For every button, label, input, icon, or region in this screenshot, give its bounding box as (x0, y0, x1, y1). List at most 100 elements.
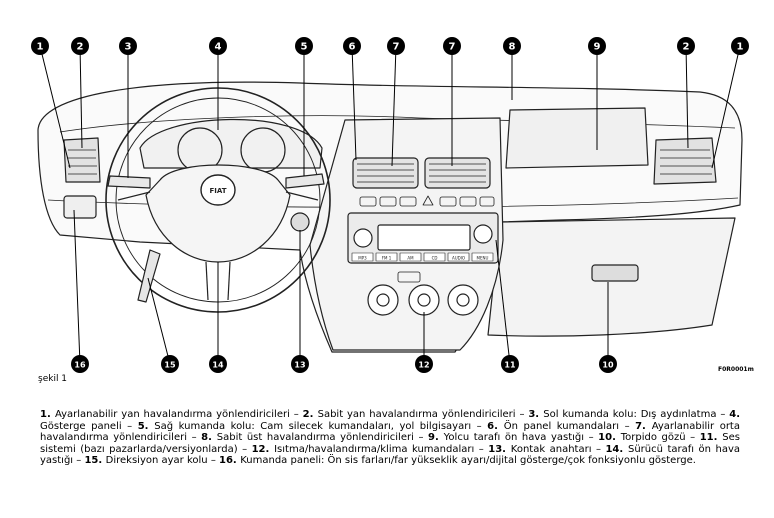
callout-number: 3 (125, 42, 132, 53)
callout-badge (501, 355, 519, 373)
callout-badge (415, 355, 433, 373)
callout-leader (391, 45, 397, 167)
radio-button (423, 252, 446, 262)
legend-number: 10. (598, 432, 621, 443)
callout-badge (599, 355, 617, 373)
legend-text: Sol kumanda kolu: Dış aydınlatma (543, 409, 717, 420)
callout-badge (71, 355, 89, 373)
volume-knob (353, 228, 373, 248)
legend-number: 8. (201, 432, 217, 443)
steering-wheel-hub (145, 164, 291, 263)
legend-item: 8. Sabit üst havalandırma yönlendiricile… (201, 432, 414, 443)
callout-leader (39, 45, 71, 169)
callout-number: 9 (594, 42, 601, 53)
callout-number: 16 (74, 361, 86, 370)
passenger-airbag-panel (505, 107, 649, 169)
legend-item: 4. Gösterge paneli (40, 409, 740, 432)
callout-number: 2 (683, 42, 690, 53)
left-switch-panel (63, 195, 97, 219)
callout-badge (443, 37, 461, 55)
left-side-vent (63, 137, 101, 183)
radio-button-label: AM (407, 256, 414, 261)
callout-badge (209, 37, 227, 55)
legend-number: 16. (219, 455, 241, 466)
radio-button-label: CD (432, 256, 438, 261)
right-stalk (285, 173, 325, 189)
callout-badge (731, 37, 749, 55)
left-stalk (107, 175, 151, 189)
legend-item: 11. Ses sistemi (bazı pazarlarda/versiyo… (40, 432, 740, 455)
legend-text: Ön panel kumandaları (503, 420, 620, 432)
legend-text: Ayarlanabilir yan havalandırma yönlendir… (54, 409, 290, 420)
callout-leader (685, 45, 689, 149)
callout-number: 2 (77, 42, 84, 53)
legend-item: 5. Sağ kumanda kolu: Cam silecek kumanda… (138, 421, 471, 432)
legend-number: 15. (84, 455, 106, 466)
legend-number: 14. (605, 443, 628, 455)
legend-text: Kumanda paneli: Ön sis farları/far yükse… (240, 455, 696, 466)
fan-knob (367, 284, 399, 316)
callout-leader (351, 45, 357, 161)
legend-number: 6. (487, 420, 504, 432)
callout-number: 7 (449, 42, 456, 53)
legend-text: Ses sistemi (bazı pazarlarda/versiyonlar… (40, 432, 740, 455)
callout-number: 6 (349, 42, 356, 53)
legend-text: Sürücü tarafı ön hava yastığı (40, 443, 740, 467)
figure-caption: şekil 1 (38, 374, 68, 384)
legend-number: 3. (528, 409, 544, 420)
legend-item: 6. Ön panel kumandaları (487, 421, 619, 432)
legend-text: Gösterge paneli (40, 420, 122, 432)
callout-number: 7 (393, 42, 400, 53)
callout-badge (503, 37, 521, 55)
legend-text: Kontak anahtarı (510, 443, 592, 455)
legend-item: 1. Ayarlanabilir yan havalandırma yönlen… (40, 409, 290, 420)
legend-text: Ayarlanabilir orta havalandırma yönlendi… (40, 420, 740, 444)
callout-badge (31, 37, 49, 55)
glove-box-handle (591, 264, 639, 282)
callout-leader (79, 45, 83, 149)
legend-number: 5. (137, 420, 155, 432)
legend-item: 3. Sol kumanda kolu: Dış aydınlatma (528, 409, 716, 420)
legend-item: 2. Sabit yan havalandırma yönlendiricile… (303, 409, 516, 420)
legend-item: 12. Isıtma/havalandırma/klima kumandalar… (252, 444, 475, 455)
figure-legend: 1. Ayarlanabilir yan havalandırma yönlen… (40, 409, 740, 467)
legend-number: 11. (699, 432, 723, 443)
legend-item: 9. Yolcu tarafı ön hava yastığı (428, 432, 584, 443)
callout-number: 5 (301, 42, 308, 53)
fiat-logo (200, 174, 236, 206)
legend-text: Yolcu tarafı ön hava yastığı (443, 432, 585, 443)
callout-number: 11 (504, 361, 516, 370)
legend-number: 13. (488, 443, 511, 455)
callout-leader (495, 239, 511, 365)
radio-button (447, 252, 470, 262)
air-distribution-knob (447, 284, 479, 316)
legend-item: 13. Kontak anahtarı (488, 444, 591, 455)
callout-badge (291, 355, 309, 373)
fiat-logo-text: FIAT (209, 187, 226, 195)
ignition-lock (290, 212, 310, 232)
legend-text: Direksiyon ayar kolu (105, 455, 208, 466)
callout-leader (711, 45, 741, 169)
legend-item: 15. Direksiyon ayar kolu (84, 455, 207, 466)
radio-button-label: MP3 (358, 256, 367, 261)
callout-badge (119, 37, 137, 55)
legend-number: 4. (729, 409, 740, 420)
callout-leader (73, 209, 81, 365)
right-side-vent (653, 137, 717, 185)
steering-adjust-lever (137, 249, 161, 303)
radio-button (471, 252, 494, 262)
legend-text: Sabit yan havalandırma yönlendiricileri (317, 409, 516, 420)
callout-badge (343, 37, 361, 55)
callout-badge (588, 37, 606, 55)
temperature-knob (408, 284, 440, 316)
radio-button-label: MENU (477, 256, 489, 261)
legend-number: 12. (251, 443, 275, 455)
center-vent-left (352, 157, 419, 189)
callout-number: 1 (37, 42, 44, 53)
callout-number: 13 (294, 361, 305, 370)
callout-leader (147, 277, 171, 365)
callout-badge (387, 37, 405, 55)
legend-number: 9. (428, 432, 444, 443)
